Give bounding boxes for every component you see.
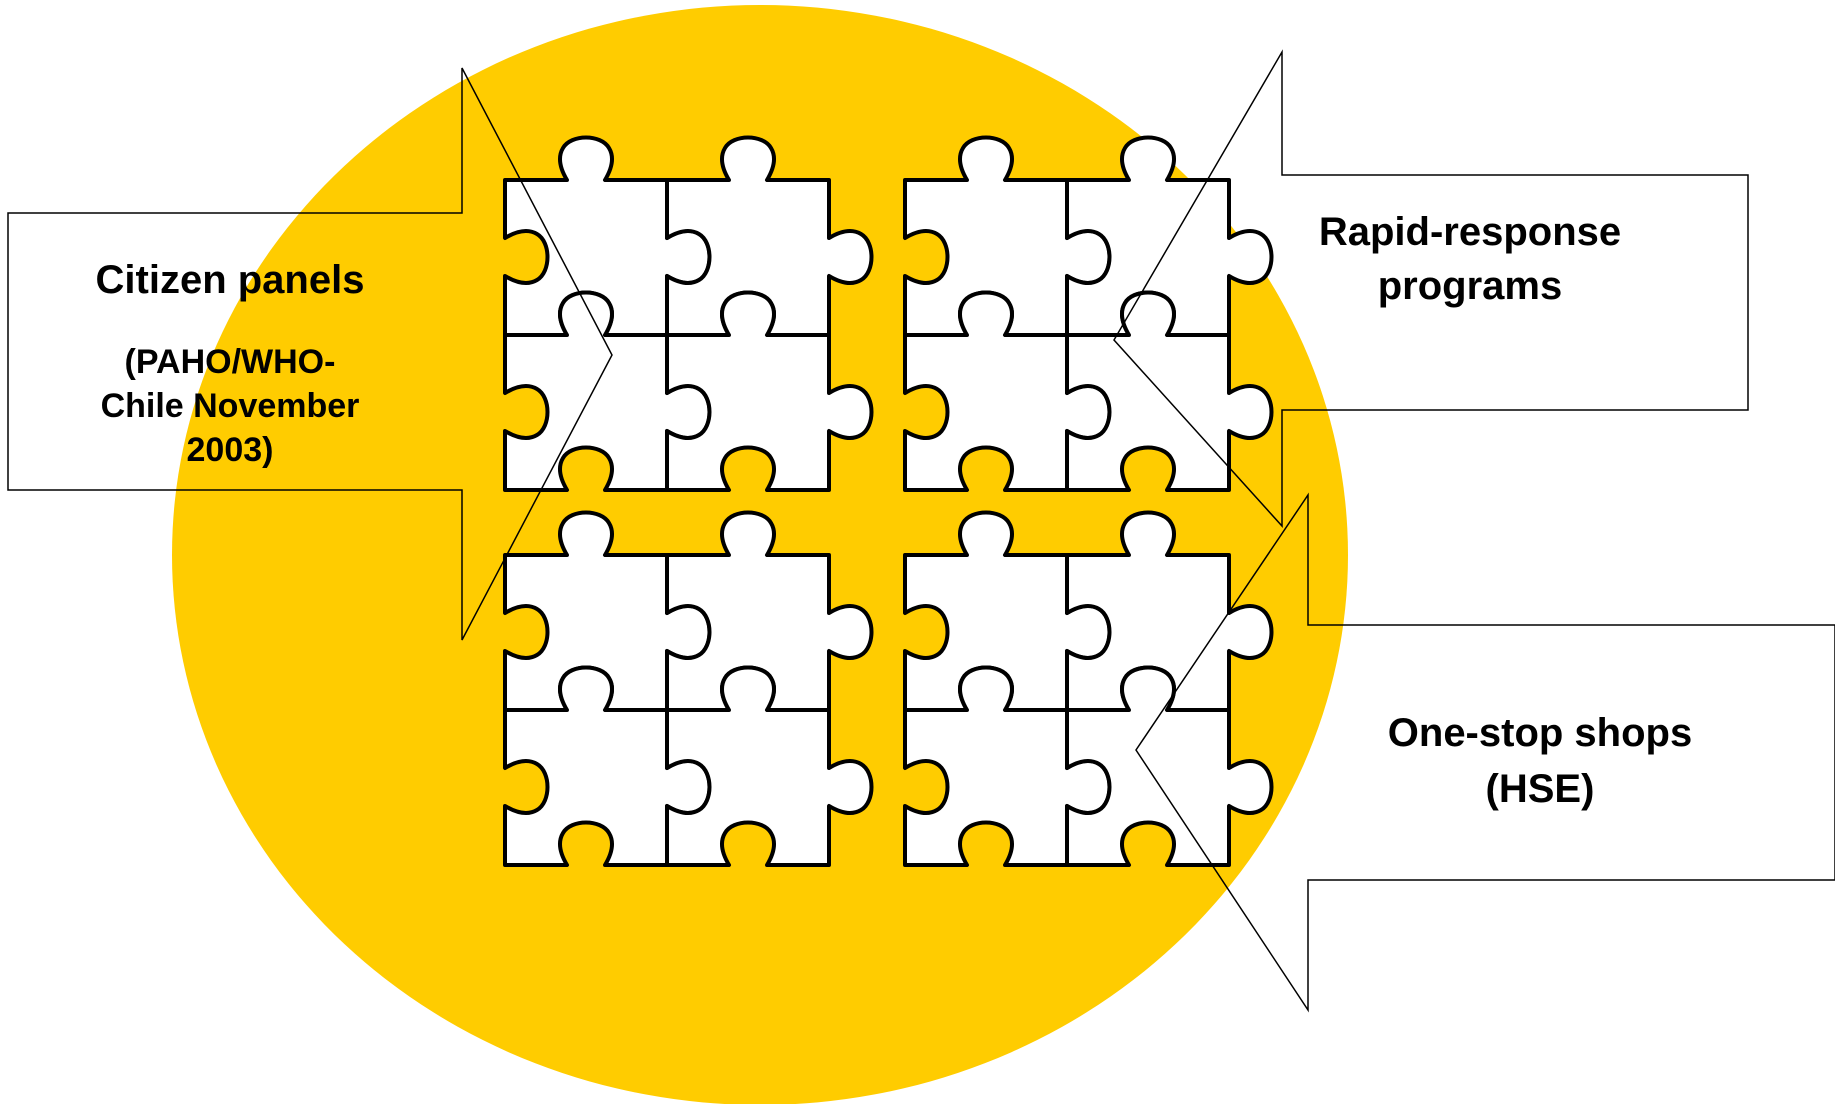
citizen-panels-subtitle-line: (PAHO/WHO- bbox=[124, 343, 336, 381]
citizen-panels-subtitle-line: 2003) bbox=[186, 431, 274, 470]
citizen-panels-subtitle-line: Chile November bbox=[100, 387, 360, 426]
citizen-panels-title: Citizen panels bbox=[95, 258, 365, 302]
one-stop-shops-label: One-stop shops (HSE) bbox=[1300, 705, 1780, 817]
one-stop-shops-callout bbox=[1135, 492, 1835, 1013]
one-stop-shops-line: One-stop shops bbox=[1387, 711, 1693, 755]
rapid-response-callout bbox=[1113, 49, 1749, 528]
rapid-response-label: Rapid-response programs bbox=[1260, 205, 1680, 313]
rapid-response-line: programs bbox=[1377, 264, 1563, 308]
one-stop-shops-line: (HSE) bbox=[1485, 767, 1595, 811]
citizen-panels-callout bbox=[7, 67, 613, 641]
rapid-response-line: Rapid-response bbox=[1318, 210, 1622, 254]
citizen-panels-subtitle: (PAHO/WHO- Chile November 2003) bbox=[40, 340, 420, 473]
